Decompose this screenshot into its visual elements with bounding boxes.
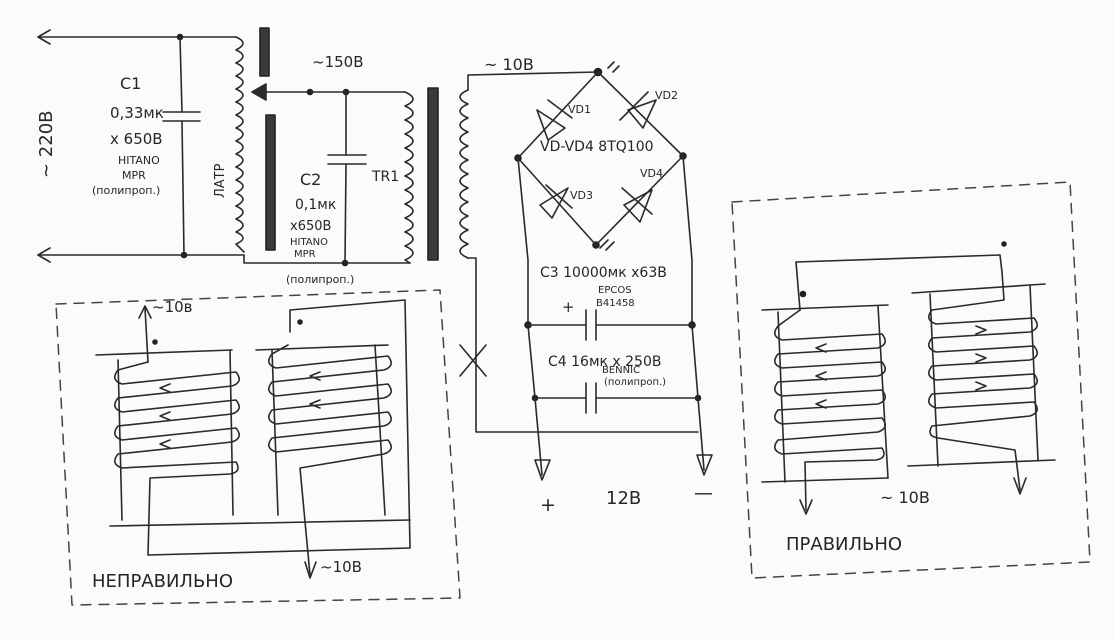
- vd4-label: VD4: [640, 167, 663, 180]
- c2-capacitance: 0,1мк: [295, 197, 337, 213]
- right-bottom-label: ~ 10В: [880, 488, 930, 507]
- vd3-label: VD3: [570, 189, 593, 202]
- output-minus: —: [694, 482, 713, 504]
- vd1-label: VD1: [568, 103, 591, 116]
- c2-brand: HITANO: [290, 237, 328, 248]
- c3-code: B41458: [596, 298, 635, 309]
- filter-capacitors: [459, 155, 713, 481]
- latr-label: ЛАТР: [213, 163, 228, 198]
- tr1-secondary: [459, 71, 699, 433]
- output-plus: +: [540, 494, 556, 516]
- c2-note: (полипроп.): [286, 273, 355, 286]
- c2-voltage: х650В: [290, 219, 332, 234]
- diode-bridge: [514, 61, 687, 251]
- c1-capacitor: [162, 33, 201, 259]
- c1-type: MPR: [122, 169, 146, 182]
- output-voltage: 12В: [606, 488, 642, 509]
- c4-label: C4 16мк х 250В: [548, 354, 662, 370]
- c1-note: (полипроп.): [92, 184, 161, 197]
- wrong-caption: НЕПРАВИЛЬНО: [92, 571, 234, 592]
- c4-brand: BENNIC: [602, 365, 641, 376]
- c3-label: C3 10000мк х63В: [540, 265, 667, 281]
- c1-capacitance: 0,33мк: [110, 104, 164, 122]
- bridge-part-label: VD-VD4 8TQ100: [540, 139, 654, 155]
- c1-name: C1: [120, 74, 142, 93]
- right-caption: ПРАВИЛЬНО: [786, 534, 903, 555]
- c1-voltage: х 650В: [110, 130, 163, 148]
- vd2-label: VD2: [655, 89, 678, 102]
- v150-label: ~150В: [312, 53, 364, 71]
- c2-type: MPR: [294, 249, 316, 260]
- c3-plus-mark: +: [562, 298, 575, 316]
- c4-note: (полипроп.): [604, 377, 667, 388]
- right-winding-box: [731, 181, 1091, 579]
- c3-brand: EPCOS: [598, 285, 632, 296]
- tr1-secondary-voltage: ~ 10В: [484, 55, 534, 74]
- tr1-label: TR1: [372, 169, 400, 185]
- wrong-bottom-label: ~10В: [320, 558, 362, 576]
- latr-autotransformer: [235, 27, 311, 253]
- mains-voltage-label: ~ 220В: [36, 110, 57, 178]
- wrong-winding-box: [55, 289, 461, 606]
- wrong-top-label: ~10в: [152, 298, 193, 316]
- mains-terminals: [37, 29, 245, 263]
- c2-name: C2: [300, 170, 322, 189]
- c1-brand: HITANO: [118, 154, 160, 167]
- c2-tr1-primary: [243, 87, 439, 267]
